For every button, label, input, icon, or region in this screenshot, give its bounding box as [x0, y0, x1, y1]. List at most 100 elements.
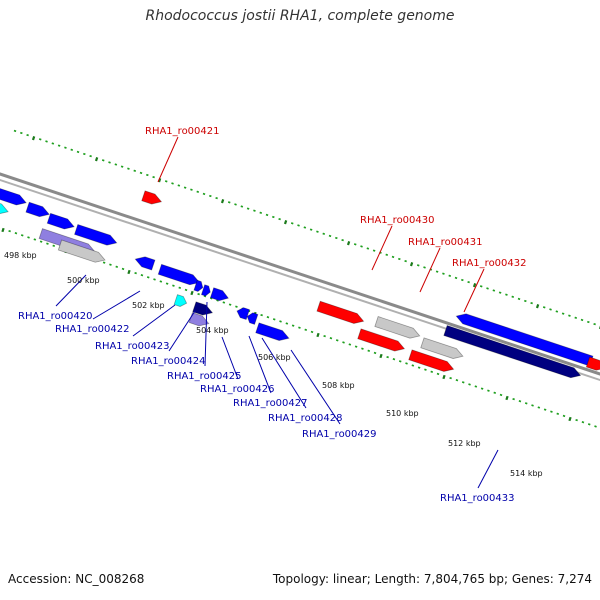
major-tick — [1, 227, 5, 233]
minor-tick — [549, 308, 552, 311]
gene-label-rha1_ro00433[interactable]: RHA1_ro00433 — [440, 493, 515, 504]
minor-tick — [353, 243, 357, 246]
minor-tick — [354, 345, 358, 348]
minor-tick — [322, 232, 326, 235]
gene-arrow — [200, 284, 211, 297]
gene-arrow — [46, 212, 75, 230]
minor-tick — [227, 201, 231, 204]
gene-arrow — [246, 312, 259, 325]
label-leader-bottom — [261, 337, 307, 409]
major-tick — [157, 178, 162, 183]
scale-tick-label: 504 kbp — [196, 326, 229, 335]
minor-tick — [405, 362, 408, 365]
major-tick — [127, 269, 131, 275]
minor-tick — [454, 276, 458, 280]
gene-label-rha1_ro00429[interactable]: RHA1_ro00429 — [302, 429, 377, 440]
minor-tick — [8, 229, 11, 233]
gene-label-rha1_ro00426[interactable]: RHA1_ro00426 — [200, 384, 275, 395]
minor-tick — [260, 313, 263, 317]
minor-tick — [51, 142, 55, 145]
gene-arrow — [236, 307, 250, 321]
minor-tick — [461, 381, 465, 384]
minor-tick — [335, 339, 339, 342]
gene-arrow-ro00433 — [443, 325, 582, 379]
gene-label-rha1_ro00425[interactable]: RHA1_ro00425 — [167, 371, 242, 382]
minor-tick — [165, 282, 169, 285]
topology-text: Topology: linear; Length: 7,804,765 bp; … — [272, 572, 592, 586]
gene-label-rha1_ro00432[interactable]: RHA1_ro00432 — [452, 258, 527, 269]
gene-arrow — [74, 223, 118, 246]
gene-arrow-ro00421 — [141, 190, 163, 205]
minor-tick — [298, 326, 301, 329]
gene-label-rha1_ro00427[interactable]: RHA1_ro00427 — [233, 398, 308, 409]
minor-tick — [416, 264, 420, 267]
minor-tick — [20, 234, 24, 237]
gene-label-rha1_ro00422[interactable]: RHA1_ro00422 — [55, 324, 130, 335]
minor-tick — [474, 385, 478, 388]
major-tick — [346, 241, 351, 246]
minor-tick — [398, 360, 402, 363]
minor-tick — [366, 247, 370, 250]
gene-label-rha1_ro00424[interactable]: RHA1_ro00424 — [131, 356, 206, 367]
minor-tick — [228, 303, 232, 306]
minor-tick — [373, 351, 377, 355]
minor-tick — [486, 287, 489, 290]
minor-tick — [215, 196, 218, 200]
gene-arrow — [192, 301, 214, 316]
minor-tick — [587, 423, 591, 426]
minor-tick — [121, 267, 125, 271]
label-leader-bottom — [55, 274, 87, 307]
label-leader-bottom — [132, 304, 176, 337]
minor-tick — [240, 205, 244, 208]
minor-tick — [109, 263, 112, 266]
minor-tick — [278, 217, 281, 221]
minor-tick — [33, 238, 37, 241]
minor-tick — [27, 236, 30, 239]
scale-tick-label: 512 kbp — [448, 439, 481, 448]
minor-tick — [197, 292, 200, 296]
minor-tick — [310, 330, 314, 334]
minor-tick — [561, 312, 565, 315]
minor-tick — [46, 242, 49, 245]
minor-tick — [430, 370, 434, 373]
gene-label-rha1_ro00423[interactable]: RHA1_ro00423 — [95, 341, 170, 352]
minor-tick — [594, 425, 597, 428]
minor-tick — [555, 310, 559, 313]
gene-arrow-ro00430 — [316, 300, 365, 324]
major-tick — [31, 136, 36, 141]
genome-title: Rhodococcus jostii RHA1, complete genome — [145, 8, 455, 24]
minor-tick — [222, 301, 226, 304]
minor-tick — [524, 402, 528, 405]
minor-tick — [367, 349, 371, 352]
label-leader-bottom — [168, 310, 196, 352]
minor-tick — [38, 138, 42, 141]
minor-tick — [499, 393, 503, 397]
gene-label-rha1_ro00421[interactable]: RHA1_ro00421 — [145, 126, 220, 137]
minor-tick — [518, 400, 522, 403]
scale-tick-label: 514 kbp — [510, 469, 543, 478]
minor-tick — [323, 334, 326, 338]
minor-tick — [587, 320, 590, 324]
gene-label-rha1_ro00428[interactable]: RHA1_ro00428 — [268, 413, 343, 424]
accession-text: Accession: NC_008268 — [8, 572, 145, 586]
major-tick — [409, 262, 414, 267]
gene-arrow — [0, 188, 27, 206]
gene-label-rha1_ro00420[interactable]: RHA1_ro00420 — [18, 311, 93, 322]
minor-tick — [448, 274, 452, 277]
major-tick — [379, 353, 383, 359]
minor-tick — [115, 265, 119, 268]
minor-tick — [505, 293, 508, 296]
gene-label-rha1_ro00431[interactable]: RHA1_ro00431 — [408, 237, 483, 248]
gene-label-rha1_ro00430[interactable]: RHA1_ro00430 — [360, 215, 435, 226]
minor-tick — [348, 343, 352, 346]
minor-tick — [342, 341, 345, 344]
minor-tick — [417, 366, 421, 369]
label-leader-top — [463, 268, 485, 313]
minor-tick — [114, 163, 118, 166]
minor-tick — [329, 337, 333, 340]
minor-tick — [70, 148, 74, 151]
minor-tick — [146, 173, 149, 177]
minor-tick — [328, 234, 332, 238]
